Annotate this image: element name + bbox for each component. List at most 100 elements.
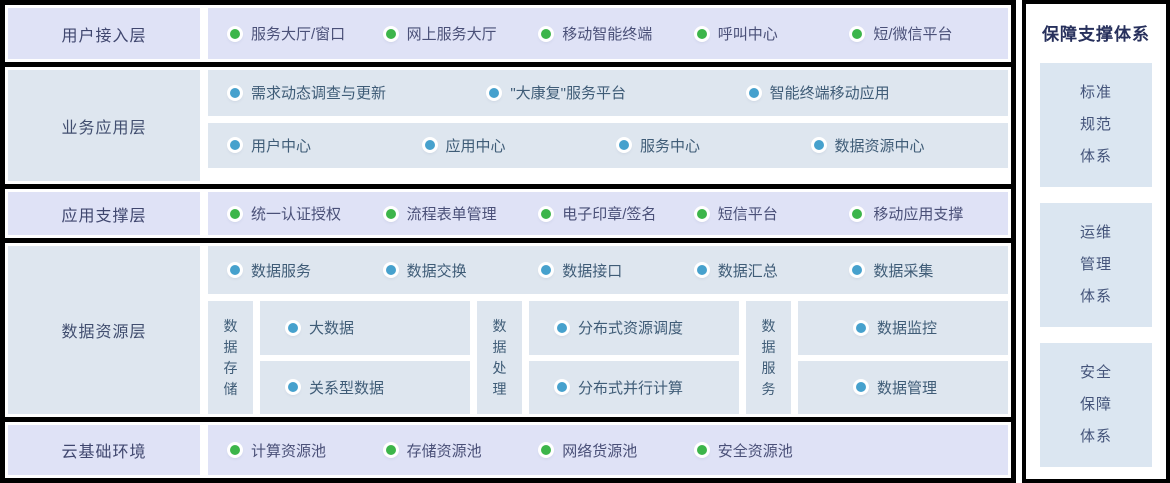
item-label: 数据汇总 (717, 262, 778, 280)
bullet-dot-icon (696, 208, 707, 219)
bullet-dot-icon (385, 208, 396, 219)
bullet-dot-icon (385, 28, 396, 39)
support-box-label: 运维管理体系 (1079, 223, 1112, 306)
layer-content: 数据服务数据交换数据接口数据汇总数据采集数据存储大数据关系型数据数据处理分布式资… (208, 246, 1008, 414)
item: 数据服务 (230, 260, 386, 281)
bullet-dot-icon (230, 445, 240, 455)
layer-label: 应用支撑层 (8, 192, 200, 235)
item-label: 移动应用支撑 (873, 206, 964, 223)
item-label: 计算资源池 (251, 442, 327, 460)
item: 服务大厅/窗口 (230, 23, 386, 44)
group-item: 大数据 (260, 301, 470, 355)
bullet-dot-icon (856, 382, 866, 393)
item: 流程表单管理 (385, 203, 542, 224)
item-row: 需求动态调查与更新 "大康复"服务平台 智能终端移动应用 (208, 70, 1008, 116)
data-subgrid: 数据存储大数据关系型数据数据处理分布式资源调度分布式并行计算数据服务数据监控数据… (208, 301, 1008, 414)
item: 需求动态调查与更新 (230, 82, 489, 103)
bullet-dot-icon (288, 382, 298, 393)
architecture-panel: 用户接入层服务大厅/窗口网上服务大厅移动智能终端呼叫中心短/微信平台业务应用层需… (0, 0, 1016, 483)
item: 数据接口 (541, 260, 697, 281)
layer-section: 应用支撑层 统一认证授权 流程表单管理 电子印章/签名短信平台 移动应用支撑 (5, 189, 1011, 238)
bullet-dot-icon (230, 265, 240, 275)
item-label: 大数据 (309, 320, 355, 338)
bullet-dot-icon (424, 140, 435, 151)
bullet-dot-icon (813, 140, 824, 151)
layer-content: 服务大厅/窗口 网上服务大厅 移动智能终端 呼叫中心 短/微信平台 (208, 8, 1008, 59)
bullet-dot-icon (541, 208, 552, 219)
item-label: 数据管理 (877, 379, 938, 397)
layer-content: 统一认证授权 流程表单管理 电子印章/签名短信平台 移动应用支撑 (208, 192, 1008, 235)
item-label: 需求动态调查与更新 (251, 85, 387, 103)
item-label: 安全资源池 (717, 442, 793, 460)
support-box: 安全保障体系 (1040, 343, 1152, 467)
group-item: 数据监控 (798, 301, 1008, 355)
layer-section: 业务应用层需求动态调查与更新"大康复"服务平台智能终端移动应用用户中心应用中心服… (5, 67, 1011, 184)
item: 数据资源中心 (813, 135, 1009, 156)
bullet-dot-icon (696, 28, 707, 39)
bullet-dot-icon (385, 445, 396, 455)
item: 电子印章/签名 (541, 203, 697, 224)
layer-separator (5, 184, 1011, 189)
item: 移动应用支撑 (852, 203, 1008, 224)
item: "大康复"服务平台 (489, 82, 748, 103)
item: 数据汇总 (696, 260, 853, 281)
item-row: 数据服务数据交换数据接口数据汇总数据采集 (208, 246, 1008, 294)
bullet-dot-icon (748, 87, 759, 98)
support-system-boxes: 标准规范体系运维管理体系安全保障体系 (1040, 63, 1152, 467)
item-row: 服务大厅/窗口 网上服务大厅 移动智能终端 呼叫中心 短/微信平台 (208, 8, 1008, 59)
bullet-dot-icon (230, 208, 240, 219)
item: 安全资源池 (696, 440, 853, 461)
bullet-dot-icon (852, 208, 863, 219)
bullet-dot-icon (541, 28, 552, 39)
item: 移动智能终端 (541, 23, 697, 44)
item-label: 网上服务大厅 (406, 26, 497, 43)
group-item: 数据管理 (798, 360, 1008, 414)
item-label: 数据服务 (251, 262, 312, 280)
bullet-dot-icon (852, 28, 863, 39)
item-row: 计算资源池 存储资源池 网络货源池 安全资源池 (208, 425, 1008, 475)
item-label: 数据接口 (562, 262, 623, 280)
group-vertical-label-text: 数据服务 (761, 317, 776, 397)
item-label: 存储资源池 (406, 442, 482, 460)
item: 网络货源池 (541, 440, 697, 461)
item: 智能终端移动应用 (748, 82, 1008, 103)
item: 用户中心 (230, 135, 425, 156)
item-label: 数据采集 (873, 262, 934, 280)
item: 应用中心 (424, 135, 620, 156)
layer-content: 需求动态调查与更新"大康复"服务平台智能终端移动应用用户中心应用中心服务中心数据… (208, 70, 1008, 181)
group-items: 分布式资源调度分布式并行计算 (529, 301, 739, 414)
bullet-dot-icon (557, 382, 567, 393)
group-vertical-label: 数据存储 (208, 301, 253, 414)
bullet-dot-icon (489, 87, 500, 98)
item-label: 统一认证授权 (251, 206, 342, 223)
bullet-dot-icon (230, 140, 240, 151)
item-label: 呼叫中心 (717, 26, 778, 43)
bullet-dot-icon (541, 265, 552, 275)
layer-separator (5, 238, 1011, 243)
bullet-dot-icon (696, 445, 707, 455)
support-box: 运维管理体系 (1040, 203, 1152, 327)
layer-label: 云基础环境 (8, 425, 200, 475)
support-system-title: 保障支撑体系 (1042, 25, 1150, 44)
bullet-dot-icon (385, 265, 396, 275)
group-items: 大数据关系型数据 (260, 301, 470, 414)
item-label: 分布式并行计算 (578, 379, 684, 397)
group-vertical-label-text: 数据存储 (223, 317, 238, 397)
item-label: 数据资源中心 (834, 137, 925, 155)
item: 短信平台 (696, 203, 853, 224)
layer-label: 用户接入层 (8, 8, 200, 59)
item: 呼叫中心 (696, 23, 853, 44)
layer-content: 计算资源池 存储资源池 网络货源池 安全资源池 (208, 425, 1008, 475)
bullet-dot-icon (696, 265, 707, 275)
support-box-label: 安全保障体系 (1079, 363, 1112, 446)
layer-separator (5, 417, 1011, 422)
item-label: 服务大厅/窗口 (251, 26, 346, 43)
item-label: 应用中心 (445, 137, 506, 155)
item: 短/微信平台 (852, 23, 1008, 44)
item-label: 智能终端移动应用 (769, 85, 890, 103)
bullet-dot-icon (619, 140, 629, 151)
bullet-dot-icon (852, 265, 863, 275)
item-label: 短/微信平台 (873, 26, 953, 43)
support-box: 标准规范体系 (1040, 63, 1152, 187)
item-label: 流程表单管理 (406, 206, 497, 223)
